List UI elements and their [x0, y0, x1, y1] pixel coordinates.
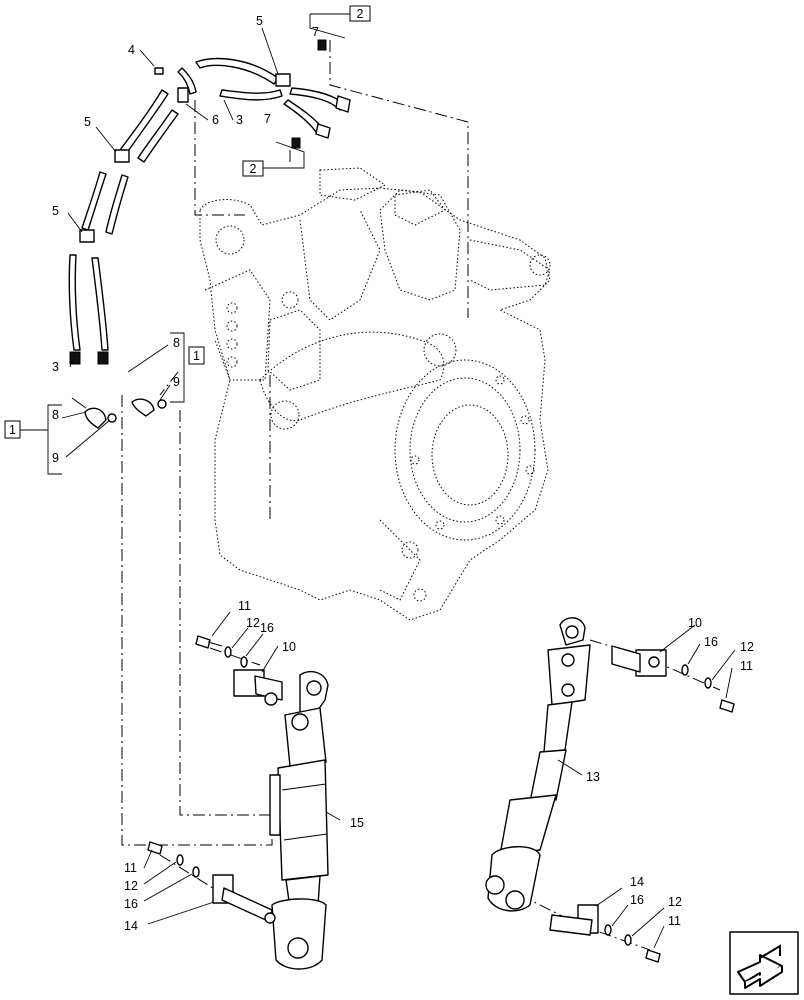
- callout-7-top: 7: [312, 25, 319, 39]
- callout-6: 6: [212, 113, 219, 127]
- callout-5-top: 5: [256, 14, 263, 28]
- callout-16-right-bottom: 16: [630, 893, 644, 907]
- callout-3-lower: 3: [52, 360, 59, 374]
- small-hardware: [147, 635, 735, 963]
- callout-9-right: 9: [173, 375, 180, 389]
- reference-box-2-mid-label: 2: [250, 162, 257, 176]
- callout-11-right-bottom: 11: [668, 914, 681, 928]
- top-link-right: [485, 617, 667, 936]
- callout-12-right-bottom: 12: [668, 895, 682, 909]
- callout-13: 13: [586, 770, 600, 784]
- reference-box-1-left-label: 1: [9, 423, 16, 437]
- callout-16-left-bottom: 16: [124, 897, 138, 911]
- callout-12-left-bottom: 12: [124, 879, 138, 893]
- callout-5-mid: 5: [84, 115, 91, 129]
- reference-box-2-mid: 2: [242, 141, 305, 177]
- callout-16-left-top: 16: [260, 621, 274, 635]
- reference-box-2-top-label: 2: [357, 7, 364, 21]
- callout-numbers: 4 5 7 6 3 7 5 5 3 8 9 8 9 11 12 16 10 15…: [52, 14, 754, 933]
- callout-3-top: 3: [236, 113, 243, 127]
- callout-11-right-top: 11: [740, 659, 753, 673]
- callout-14-right: 14: [630, 875, 644, 889]
- transmission-housing: [199, 167, 551, 621]
- reference-box-1-left: 1: [4, 404, 62, 475]
- callout-10-left: 10: [282, 640, 296, 654]
- lift-cylinder-left: [212, 669, 329, 970]
- callout-14-left: 14: [124, 919, 138, 933]
- assembly-lines: [121, 40, 721, 951]
- callout-15: 15: [350, 816, 364, 830]
- arrow-navigation-icon[interactable]: [729, 931, 799, 995]
- callout-4: 4: [128, 43, 135, 57]
- callout-11-left-bottom: 11: [124, 861, 137, 875]
- callout-8-left: 8: [52, 408, 59, 422]
- reference-box-1-right: 1: [170, 332, 205, 403]
- reference-box-2-top: 2: [309, 5, 371, 39]
- elbow-fittings: [71, 397, 167, 429]
- callout-12-right-top: 12: [740, 640, 754, 654]
- callout-8-right: 8: [173, 336, 180, 350]
- callout-10-right: 10: [688, 616, 702, 630]
- leader-lines: [61, 27, 736, 949]
- hydraulic-hoses: [68, 39, 351, 365]
- callout-11-left-top: 11: [238, 599, 251, 613]
- callout-7-mid: 7: [264, 112, 271, 126]
- callout-16-right-top: 16: [704, 635, 718, 649]
- callout-12-left-top: 12: [246, 616, 260, 630]
- callout-9-left: 9: [52, 451, 59, 465]
- callout-5-lower: 5: [52, 204, 59, 218]
- reference-box-1-right-label: 1: [193, 349, 200, 363]
